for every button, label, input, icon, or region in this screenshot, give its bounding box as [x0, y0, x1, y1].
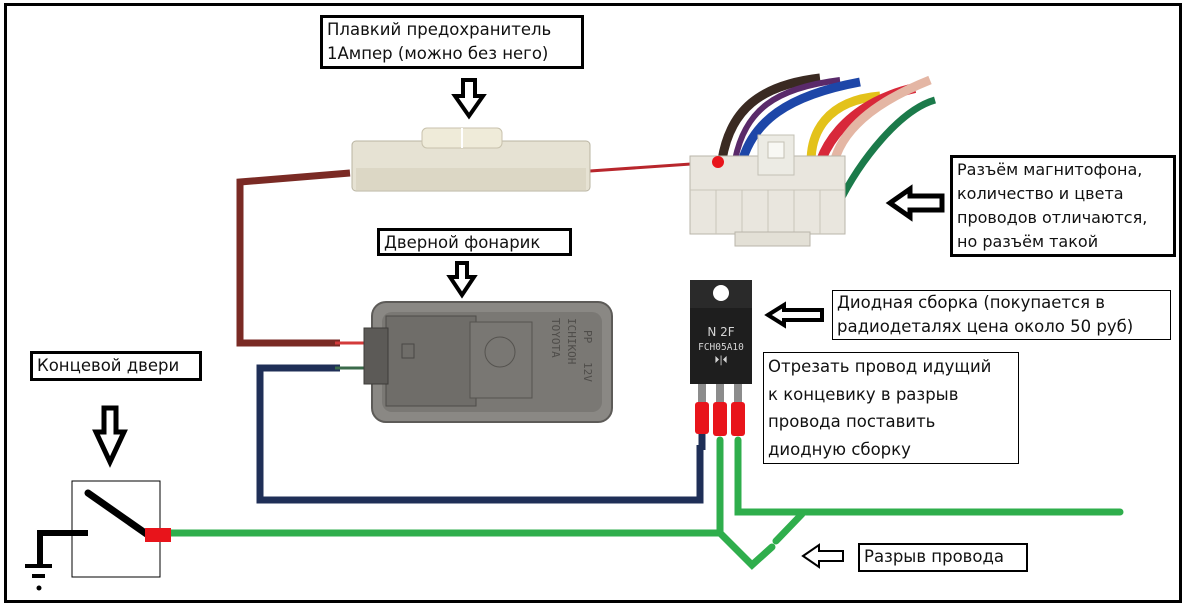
cut-instruction-label: Отрезать провод идущий к концевику в раз… [763, 352, 1019, 464]
diode-leads [698, 384, 742, 406]
arrow-down-lamp-icon [446, 261, 478, 299]
connector-wire-green [834, 96, 937, 207]
door-switch [25, 480, 171, 591]
lamp-brand-text: TOYOTA [549, 318, 562, 358]
lamp-socket-circle [484, 336, 516, 368]
arrow-left-connector-icon [885, 184, 945, 222]
diode-assembly: N 2F FCH05A10 ⏵|⏴ [690, 280, 752, 450]
diode-label: Диодная сборка (покупается в радиодеталя… [832, 290, 1171, 340]
switch-terminal [145, 528, 171, 542]
lamp-return-wire [256, 364, 704, 504]
arrow-left-diode-icon [764, 301, 824, 329]
arrows [92, 78, 945, 569]
arrow-left-break-icon [801, 543, 844, 569]
switch-wire-break-segment [772, 510, 806, 545]
lamp-maker-text: ICHIKOH [565, 318, 578, 364]
switch-wire-diode-right [734, 436, 1124, 516]
door-switch-label: Концевой двери [30, 351, 202, 381]
ground-wire [37, 530, 88, 565]
connector-tap-point [712, 156, 724, 168]
lamp-socket-block [469, 321, 533, 399]
connector-wire-brown [717, 73, 821, 161]
ground-symbol-dot [36, 585, 42, 591]
diode-marking-2: FCH05A10 [698, 342, 744, 353]
fuse-holder [351, 127, 591, 192]
power-wire-segment-fuse-left [236, 169, 351, 347]
fuse-label: Плавкий предохранитель 1Ампер (можно без… [320, 15, 584, 69]
lamp-plug [385, 315, 477, 407]
diode-terminals [695, 402, 745, 436]
arrow-down-switch-icon [92, 405, 128, 468]
diode-symbol: ⏵|⏴ [714, 355, 727, 366]
lamp-plug-window [401, 343, 415, 359]
lamp-plug-latch [363, 327, 389, 385]
door-lamp: TOYOTA ICHIKOH 12V PP [363, 301, 613, 423]
head-unit-connector [689, 73, 937, 247]
connector-wire-purple [732, 77, 841, 161]
switch-wire-diode-middle [716, 436, 776, 570]
diode-body [690, 308, 752, 384]
switch-lever [84, 489, 152, 539]
connector-bottom-tab [734, 231, 811, 247]
diagram-frame [4, 3, 1182, 603]
diode-mount-hole [713, 285, 729, 301]
wire-break-label: Разрыв провода [858, 543, 1028, 572]
diode-marking-1: N 2F [707, 325, 734, 339]
lamp-code-text: PP [581, 330, 594, 344]
lamp-voltage-text: 12V [581, 362, 594, 382]
switch-wire [166, 436, 1124, 570]
door-lamp-label: Дверной фонарик [377, 228, 572, 256]
connector-wire-blue [735, 77, 861, 171]
fuse-body-shade [356, 168, 586, 190]
arrow-down-fuse-icon [451, 78, 487, 120]
lamp-return-wire-path [256, 364, 704, 504]
connector-label: Разъём магнитофона, количество и цвета п… [950, 155, 1176, 257]
connector-latch-window [767, 141, 785, 159]
